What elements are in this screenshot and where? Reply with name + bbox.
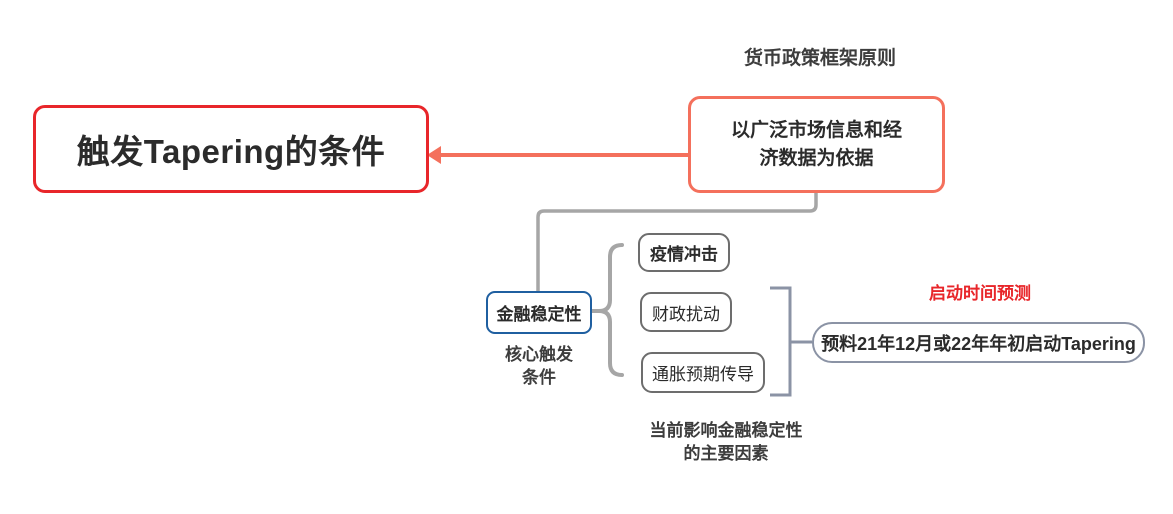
- node-factor-pandemic-shock[interactable]: 疫情冲击: [638, 233, 730, 272]
- caption-factors-line2: 的主要因素: [683, 443, 769, 463]
- caption-launch-timing-forecast: 启动时间预测: [929, 284, 1031, 303]
- caption-core-line2: 条件: [522, 367, 556, 387]
- connector-principle-to-root: [427, 146, 688, 164]
- caption-core-trigger-condition: 核心触发 条件: [479, 344, 599, 390]
- node-financial-stability[interactable]: 金融稳定性: [486, 291, 592, 334]
- node-tapering-launch-forecast[interactable]: 预料21年12月或22年年初启动Tapering: [812, 322, 1145, 363]
- bracket-factors-to-forecast: [770, 286, 812, 397]
- node-policy-basis-line1: 以广泛市场信息和经: [730, 119, 902, 141]
- caption-core-line1: 核心触发: [505, 345, 573, 364]
- caption-main-factors-affecting-stability: 当前影响金融稳定性 的主要因素: [590, 420, 862, 466]
- caption-monetary-policy-framework: 货币政策框架原则: [743, 48, 896, 69]
- caption-factors-line1: 当前影响金融稳定性: [649, 421, 803, 440]
- node-policy-basis-text: 以广泛市场信息和经 济数据为依据: [731, 117, 902, 172]
- node-policy-basis[interactable]: 以广泛市场信息和经 济数据为依据: [688, 96, 945, 193]
- node-factor-inflation-expectation-transmission[interactable]: 通胀预期传导: [641, 352, 765, 393]
- node-root-trigger-conditions[interactable]: 触发Tapering的条件: [33, 105, 429, 193]
- node-factor-fiscal-disturbance[interactable]: 财政扰动: [640, 292, 732, 332]
- node-policy-basis-line2: 济数据为依据: [759, 147, 874, 169]
